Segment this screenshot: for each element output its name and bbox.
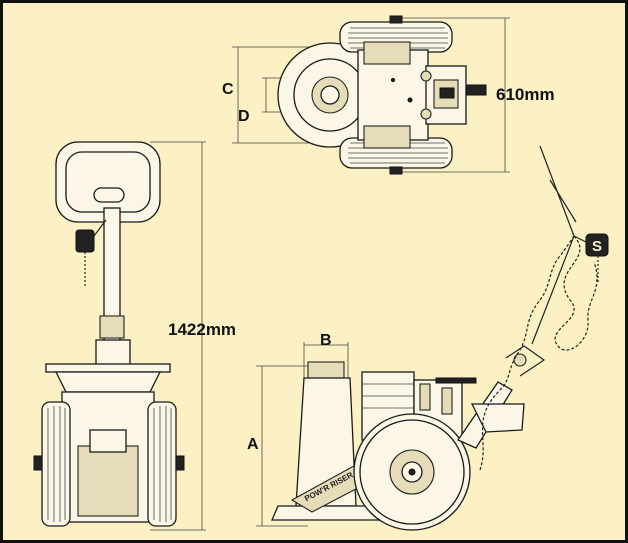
front-view [33,141,206,531]
chassis-block-top [363,41,411,65]
handle-grip-inner [65,151,151,213]
coiled-cable [554,235,598,351]
label-c: C [222,81,234,98]
coiled-hose [479,235,575,471]
side-view: POW'R RISER S [256,145,609,531]
top-view [232,15,510,175]
saddle-cone [54,371,162,393]
axle-left [33,455,43,471]
axle-right [175,455,185,471]
pump-head [425,65,467,125]
chassis-body [357,49,429,141]
axle-cap-bottom [389,166,403,175]
chassis-block-bottom [363,125,411,149]
label-b: B [320,332,332,349]
lifting-saddle [307,361,345,379]
svg-text:S: S [592,238,602,255]
cylinder-front [77,445,139,517]
left-wheel-front [41,401,71,527]
pump-front [89,429,127,453]
foot-pedal-frame [470,403,525,433]
ram-center [320,85,340,105]
saddle-plate [45,363,171,373]
right-wheel-front [147,401,177,527]
base-foot [271,505,382,521]
height-dimension-label: 1422mm [168,320,236,339]
pivot-bracket [505,345,546,377]
label-d: D [238,108,250,125]
axle-cap-top [389,15,403,24]
handle-socket [465,84,487,96]
remote-control-icon [585,233,609,257]
handle-slot [93,187,125,203]
release-lever [435,377,477,384]
remote-switch-icon [75,229,95,253]
width-dimension-label: 610mm [496,85,555,104]
label-a: A [247,436,259,453]
shaft-clamp [99,315,125,339]
